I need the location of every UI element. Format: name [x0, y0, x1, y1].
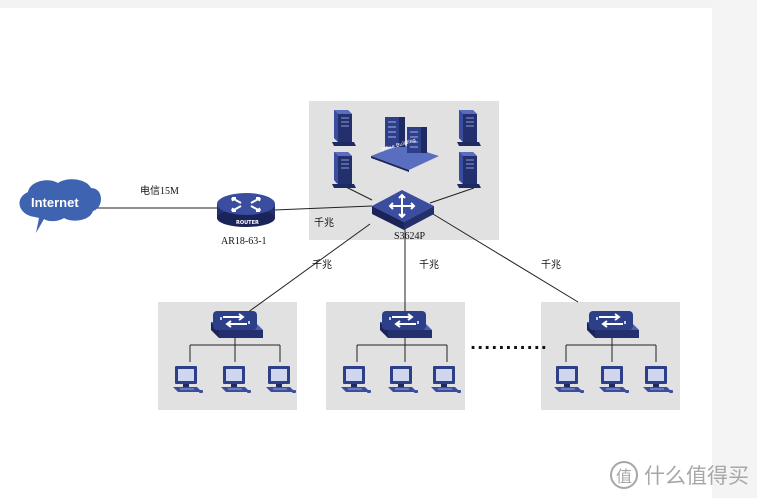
router-core-link: [273, 205, 373, 211]
office-building-icon: [371, 117, 439, 172]
pc-icon: [172, 365, 204, 394]
pc-icon: [642, 365, 674, 394]
watermark: 值 什么值得买: [610, 460, 749, 490]
core-switch-icon: [372, 190, 434, 230]
pc-icon: [265, 365, 297, 394]
wan-link-label: 电信15M: [140, 186, 179, 197]
access-left-link-label: 千兆: [312, 260, 332, 271]
pc-icon: [340, 365, 372, 394]
core-access-right-link: [432, 213, 579, 303]
router-name: AR18-63-1: [221, 236, 267, 247]
server-icon: [456, 151, 482, 189]
access-switch-icon: [210, 310, 264, 339]
server-icon: [456, 109, 482, 147]
pc-icon: [430, 365, 462, 394]
server-icon: [331, 151, 357, 189]
watermark-logo-icon: 值: [610, 461, 638, 489]
pc-icon: [553, 365, 585, 394]
internet-cloud-icon: [19, 179, 102, 233]
right-strip: [712, 0, 757, 498]
access-right-link-label: 千兆: [541, 260, 561, 271]
pc-icon: [220, 365, 252, 394]
core-uplink-label: 千兆: [314, 218, 334, 229]
top-strip: [0, 0, 757, 8]
access-switch-icon: [586, 310, 640, 339]
server-icon: [331, 109, 357, 147]
pc-icon: [387, 365, 419, 394]
access-middle-link-label: 千兆: [419, 260, 439, 271]
router-icon: [217, 193, 275, 227]
access-switch-icon: [379, 310, 433, 339]
cloud-label: Internet: [31, 195, 79, 210]
pc-icon: [598, 365, 630, 394]
watermark-text: 什么值得买: [644, 464, 749, 488]
core-switch-name: S3624P: [394, 231, 426, 242]
core-access-left-link: [239, 223, 371, 319]
more-ellipsis: ...........: [470, 334, 548, 353]
links: [95, 168, 657, 362]
router-badge: ROUTER: [236, 220, 259, 226]
